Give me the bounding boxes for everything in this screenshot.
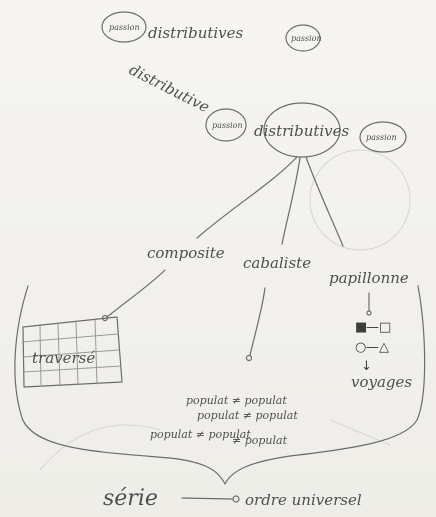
branch-label-composite: composite: [147, 244, 225, 262]
top-right-bubble-label: passion: [291, 34, 322, 43]
symbol-square-filled: ■: [355, 320, 367, 335]
top-title: distributives: [148, 24, 244, 42]
background-bleed: [39, 149, 411, 471]
grid-border: [22, 316, 123, 388]
symbol-square-open: —□: [366, 320, 391, 335]
faint-circle: [309, 149, 411, 251]
faint-arc: [39, 424, 161, 471]
symbol-circle: ○: [355, 340, 366, 355]
top-left-bubble: [101, 11, 147, 43]
middle-left-bubble: [205, 108, 247, 142]
bottom-brace: [14, 285, 426, 485]
bottom-left-word: série: [103, 486, 158, 511]
formula-line-2: populat ≠ populat: [197, 409, 298, 422]
traverse-grid: traversé: [21, 316, 123, 388]
bottom-right-words: ordre universel: [245, 491, 362, 509]
branch-line-center: [281, 157, 301, 245]
middle-right-bubble: [359, 121, 407, 153]
branch-line-left: [196, 156, 298, 239]
middle-title: distributives: [254, 122, 350, 140]
voyages-label: voyages: [351, 373, 412, 391]
formula-line-1: populat ≠ populat: [186, 394, 287, 407]
formulas-block: populat ≠ populat populat ≠ populat popu…: [150, 394, 298, 447]
grid-label: traversé: [32, 349, 95, 367]
branch-label-cabaliste: cabaliste: [243, 254, 311, 272]
arrow-to-grid: [106, 269, 166, 318]
branch-label-papillonne: papillonne: [329, 269, 409, 287]
right-symbols: ■ —□ ○ —△ ↓ voyages: [351, 292, 412, 391]
grid-vertical-lines: [39, 319, 98, 387]
bottom-arrow-line: [181, 497, 233, 500]
grid-horizontal-lines: [21, 333, 122, 373]
middle-center-circle: [263, 102, 341, 158]
top-right-bubble: [285, 24, 321, 52]
bottom-arrow-head: [232, 495, 240, 503]
formula-line-3: populat ≠ populat: [150, 428, 251, 441]
symbol-arrow: ↓: [361, 359, 372, 374]
diagonal-label: distributive: [126, 61, 212, 117]
arrow-to-formulas: [249, 287, 266, 356]
middle-right-bubble-label: passion: [366, 133, 397, 142]
middle-left-bubble-label: passion: [212, 121, 243, 130]
symbol-triangle: —△: [366, 340, 389, 355]
arrow-to-formulas-head: [245, 354, 253, 362]
top-left-bubble-label: passion: [109, 23, 140, 32]
papillonne-arrow-head: [366, 310, 372, 316]
formula-line-4: ≠ populat: [232, 434, 288, 447]
branch-line-right: [305, 156, 344, 247]
